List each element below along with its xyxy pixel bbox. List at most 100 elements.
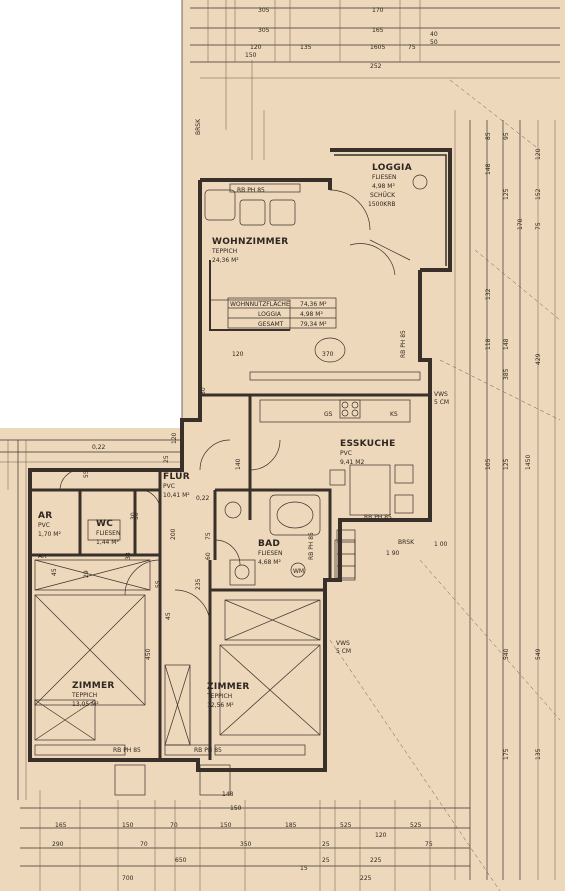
dimension-label: 105 [485, 458, 492, 470]
dimension-label: 40 [430, 31, 438, 38]
dimension-label: 148 [222, 791, 234, 798]
zimmer2-area: 12,56 M² [207, 702, 234, 709]
esskuche-floor: PVC [340, 450, 352, 457]
esskuche-name: ESSKUCHE [340, 439, 396, 449]
dimension-label: 15 [300, 865, 308, 872]
ar-name: AR [38, 511, 53, 521]
dim-370: 370 [322, 351, 334, 358]
dimension-label: 150 [230, 805, 242, 812]
dimension-label: 549 [535, 648, 542, 660]
dim-022a: 0,22 [92, 444, 106, 451]
dimension-label: 55 [155, 580, 162, 588]
flur-name: FLUR [163, 472, 190, 482]
dimension-label: 75 [205, 532, 212, 540]
doors [59, 439, 281, 626]
flur-floor: PVC [163, 483, 175, 490]
bad-name: BAD [258, 539, 280, 549]
dim-190: 1 90 [386, 550, 400, 557]
dimension-label: 540 [503, 648, 510, 660]
dimension-label: 140 [235, 458, 242, 470]
dimension-label: 429 [535, 353, 542, 365]
dimension-label: 45 [165, 612, 172, 620]
dimension-label: 45 [51, 568, 58, 576]
wc-area: 1,44 M² [96, 539, 119, 546]
rb-ph-left: RB PH 85 [113, 747, 141, 754]
dimension-label: 80 [200, 387, 207, 395]
zimmer2-name: ZIMMER [207, 682, 250, 692]
esskuche-area: 9,41 M2 [340, 459, 364, 466]
dimension-label: 150 [220, 822, 232, 829]
loggia-fixtures [329, 174, 428, 276]
dimension-label: 170 [517, 218, 524, 230]
dimension-label: 95 [503, 132, 510, 140]
dimension-label: 175 [503, 748, 510, 760]
wohnzimmer-area: 24,36 M² [212, 257, 239, 264]
summary-row1-value: 74,36 M² [300, 301, 327, 308]
rb-ph-bad: RB PH 85 [308, 532, 315, 560]
summary-row2-value: 4,98 M² [300, 311, 323, 318]
dimension-label: 118 [485, 338, 492, 350]
furniture [34, 189, 414, 746]
dimension-label: 152 [535, 188, 542, 200]
dimension-label: 60 [205, 552, 212, 560]
dimension-label: 50 [430, 39, 438, 46]
zimmer1-floor: TEPPICH [71, 692, 97, 699]
dimension-label: 385 [503, 368, 510, 380]
bad-area: 4,68 M² [258, 559, 281, 566]
dimension-label: 148 [503, 338, 510, 350]
rb-ph-mid: RB PH 85 [194, 747, 222, 754]
dimension-label: 50 [133, 512, 140, 520]
dimension-label: 135 [300, 44, 312, 51]
dimension-label: 120 [535, 148, 542, 160]
radiators [34, 183, 421, 756]
bad-floor: FLIESEN [258, 550, 282, 557]
dimension-label: 120 [250, 44, 262, 51]
area-summary-table: WOHNNUTZFLÄCHE 74,36 M² LOGGIA 4,98 M² G… [227, 297, 337, 329]
vws-room-thickness: 5 CM [336, 648, 351, 655]
dimension-label: 125 [503, 458, 510, 470]
dimension-label: 525 [340, 822, 352, 829]
loggia-note1: SCHÜCK [370, 192, 396, 199]
brsk-top: BRSK [195, 118, 202, 135]
rb-ph-top: RB PH 85 [237, 187, 265, 194]
dimension-label: 305 [258, 7, 270, 14]
loggia-floor: FLIESEN [372, 174, 396, 181]
dimension-label: 225 [360, 875, 372, 882]
flur-area: 10,41 M² [163, 492, 190, 499]
staircase [114, 529, 356, 796]
dimension-label: 1450 [525, 455, 532, 470]
dimension-label: 185 [285, 822, 297, 829]
zimmer1-area: 13,05 M² [72, 701, 99, 708]
summary-row2-label: LOGGIA [258, 311, 282, 318]
dimension-label: 1605 [370, 44, 385, 51]
blank-paper-area [0, 0, 182, 428]
label-ah: AH [38, 553, 47, 560]
loggia-name: LOGGIA [372, 163, 412, 173]
vws-kitchen-thickness: 5 CM [434, 399, 449, 406]
dimension-label: 75 [408, 44, 416, 51]
wc-name: WC [96, 519, 113, 529]
loggia-area: 4,98 M² [372, 183, 395, 190]
dim-022b: 0,22 [196, 495, 210, 502]
zimmer1-name: ZIMMER [72, 681, 115, 691]
dimension-label: 252 [370, 63, 382, 70]
dimension-label: 132 [485, 288, 492, 300]
summary-row1-label: WOHNNUTZFLÄCHE [230, 301, 290, 308]
dimension-label: 650 [175, 857, 187, 864]
dimension-label: 170 [372, 7, 384, 14]
dimension-label: 135 [535, 748, 542, 760]
loggia-note2: 1500KRB [368, 201, 396, 208]
dimension-label: 120 [171, 432, 178, 444]
dimension-label: 305 [258, 27, 270, 34]
rb-ph-right: RB PH 85 [400, 330, 407, 358]
zimmer2-floor: TEPPICH [206, 693, 232, 700]
dimension-label: 450 [145, 648, 152, 660]
dimension-label: 120 [375, 832, 387, 839]
dim-120: 120 [232, 351, 244, 358]
exterior-walls [28, 148, 452, 772]
